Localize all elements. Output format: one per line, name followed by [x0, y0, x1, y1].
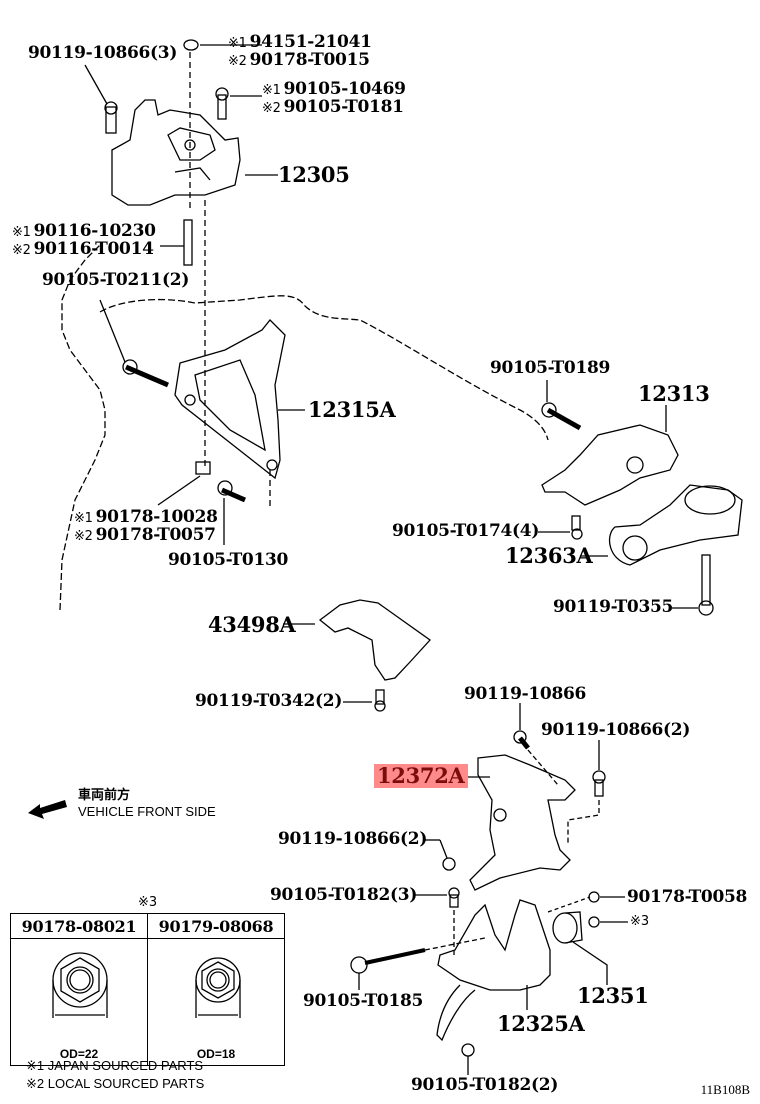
engine-outline-top [99, 295, 549, 441]
engine-mount-12305 [111, 99, 241, 206]
arrow-left-icon [28, 800, 67, 819]
mark-2: ※2 [12, 243, 31, 258]
part-number: 90178-10028 [95, 507, 218, 527]
bolt-90105-T0182-3 [448, 887, 460, 908]
nut-90178-10028 [195, 461, 211, 475]
part-label-90105-T0182-2[interactable]: 90105-T0182(2) [411, 1075, 559, 1095]
nut-table-title: ※3 [138, 895, 158, 910]
mark-1: ※1 [74, 511, 93, 526]
legend-mark: ※2 [26, 1076, 45, 1091]
part-label-90119-10866[interactable]: 90119-10866 [464, 684, 587, 704]
bracket-12325A [436, 899, 551, 1042]
legend-mark: ※1 [26, 1058, 45, 1073]
bolt-90105-T0130 [217, 480, 246, 503]
nut-table-header-2[interactable]: 90179-08068 [147, 913, 285, 939]
figure-code: 11B108B [700, 1082, 750, 1097]
nut-94151-21041 [183, 39, 199, 51]
part-label-43498A[interactable]: 43498A [208, 612, 296, 637]
legend-item-2: ※2 LOCAL SOURCED PARTS [26, 1075, 204, 1093]
mark-1: ※1 [262, 83, 281, 98]
bracket-12315A [174, 319, 286, 480]
part-number: 90116-10230 [33, 221, 156, 241]
part-number: 94151-21041 [249, 32, 372, 52]
mark-2: ※2 [228, 54, 247, 69]
nut-m3 [588, 916, 600, 928]
part-label-90105-T0130[interactable]: 90105-T0130 [168, 550, 289, 570]
bolt-90105-T0182-2 [461, 1043, 475, 1057]
part-label-90105-T0185[interactable]: 90105-T0185 [303, 991, 424, 1011]
bolt-90119-T0342-2 [374, 689, 386, 712]
part-label-12313[interactable]: 12313 [638, 381, 710, 406]
legend-text: JAPAN SOURCED PARTS [47, 1058, 204, 1073]
part-label-90119-10866-3[interactable]: 90119-10866(3) [28, 43, 178, 63]
od-label-1: OD=22 [59, 1047, 99, 1061]
part-label-90119-10866-2a[interactable]: 90119-10866(2) [541, 720, 691, 740]
bolt-90105-10469 [215, 87, 229, 120]
part-label-90105-T0182-3[interactable]: 90105-T0182(3) [270, 885, 418, 905]
mark-1: ※1 [228, 36, 247, 51]
cover-43498A [318, 599, 431, 681]
part-label-90119-T0342-2[interactable]: 90119-T0342(2) [195, 691, 343, 711]
part-number: 90105-T0181 [283, 97, 404, 117]
part-label-12305[interactable]: 12305 [278, 162, 350, 187]
part-label-90105-T0211-2[interactable]: 90105-T0211(2) [42, 270, 190, 290]
vehicle-front-label-en: VEHICLE FRONT SIDE [78, 804, 216, 819]
part-number: 90116-T0014 [33, 239, 154, 259]
mark-2: ※2 [262, 101, 281, 116]
part-label-90105-T0189[interactable]: 90105-T0189 [490, 358, 611, 378]
mark-2: ※2 [74, 529, 93, 544]
vehicle-front-label-jp: 車両前方 [78, 787, 131, 802]
legend-text: LOCAL SOURCED PARTS [47, 1076, 205, 1091]
bolt-90119-10866-2a [592, 770, 606, 797]
part-label-90119-10866-2b[interactable]: 90119-10866(2) [278, 829, 428, 849]
bolt-90105-T0185 [350, 948, 426, 974]
bolt-90105-T0211-2 [122, 359, 169, 388]
nut-table-cell-1: OD=22 [10, 938, 148, 1066]
part-label-12363A[interactable]: 12363A [505, 543, 593, 568]
nut-90178-T0058 [588, 891, 600, 903]
part-number: 90105-10469 [283, 79, 406, 99]
part-label-90105-T0174-4[interactable]: 90105-T0174(4) [392, 521, 540, 541]
part-label-90119-T0355[interactable]: 90119-T0355 [553, 597, 674, 617]
nut-table: 90178-08021 90179-08068 OD=22 OD=18 [10, 913, 285, 1066]
bolt-90119-10866-2b [442, 857, 456, 871]
torque-rod-12363A [608, 484, 743, 566]
bracket-12372A [469, 754, 576, 891]
engine-outline [59, 244, 106, 611]
bolt-90105-T0189 [541, 402, 582, 431]
part-label-12325A[interactable]: 12325A [497, 1011, 585, 1036]
part-label-12351[interactable]: 12351 [577, 983, 649, 1008]
mark-3-label[interactable]: ※3 [630, 914, 650, 929]
bracket-12313 [541, 424, 679, 506]
part-label-90178-T0058[interactable]: 90178-T0058 [627, 887, 748, 907]
bolt-90119-10866 [513, 730, 530, 750]
bolt-90119-T0355 [698, 554, 714, 616]
nut-table-cell-2: OD=18 [147, 938, 285, 1066]
part-label-12315A[interactable]: 12315A [308, 397, 396, 422]
nut-table-header-1[interactable]: 90178-08021 [10, 913, 148, 939]
bolt-90105-T0174-4 [571, 515, 583, 540]
od-label-2: OD=18 [196, 1047, 236, 1061]
part-label-12372A-highlighted[interactable]: 12372A [374, 764, 468, 788]
bushing-12351 [552, 911, 583, 944]
stud-90116-10230 [183, 219, 193, 266]
part-number: 90178-T0057 [95, 525, 216, 545]
bolt-90119-10866-3 [104, 101, 118, 134]
part-number: 90178-T0015 [249, 50, 370, 70]
mark-1: ※1 [12, 225, 31, 240]
legend-item-1: ※1 JAPAN SOURCED PARTS [26, 1057, 203, 1075]
